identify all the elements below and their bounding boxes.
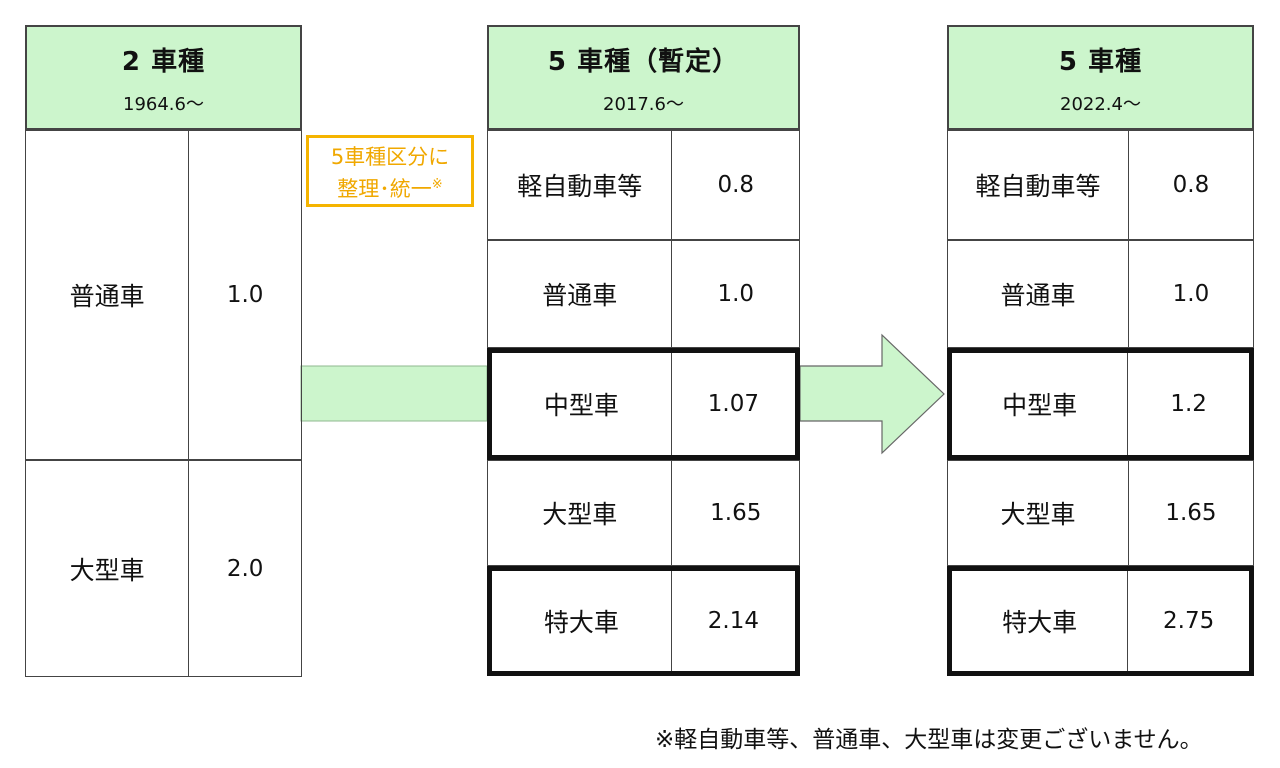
panel-2017: 5 車種（暫定） 2017.6～ 軽自動車等 0.8 普通車 1.0 中型車 1… (487, 25, 800, 677)
vehicle-type: 中型車 (952, 353, 1129, 455)
vehicle-rate: 2.14 (707, 608, 759, 634)
table-row-highlighted: 中型車 1.07 (487, 348, 800, 460)
table-row: 大型車 2.0 (25, 460, 302, 677)
panel-title: 2 車種 (121, 47, 206, 77)
table-row-highlighted: 特大車 2.14 (487, 566, 800, 676)
table-row: 普通車 1.0 (25, 130, 302, 460)
vehicle-rate: 1.65 (1165, 500, 1217, 526)
table-row: 大型車 1.65 (487, 460, 800, 566)
note-line-1: 5車種区分に (330, 145, 450, 169)
vehicle-rate: 2.0 (226, 555, 264, 582)
unification-note: 5車種区分に 整理･統一※ (306, 135, 474, 207)
vehicle-type: 軽自動車等 (488, 131, 673, 239)
table-row-highlighted: 特大車 2.75 (947, 566, 1254, 676)
table-row: 軽自動車等 0.8 (487, 130, 800, 240)
table-row: 普通車 1.0 (947, 240, 1254, 348)
table-row: 大型車 1.65 (947, 460, 1254, 566)
vehicle-type: 特大車 (952, 571, 1129, 671)
vehicle-rate: 0.8 (1172, 172, 1210, 198)
vehicle-type: 普通車 (948, 241, 1129, 347)
panel-date: 2022.4～ (1060, 94, 1141, 115)
vehicle-type: 大型車 (948, 461, 1129, 565)
panel-date: 1964.6～ (123, 94, 204, 115)
arrow-1-body (300, 365, 488, 422)
footnote: ※軽自動車等、普通車、大型車は変更ございません。 (655, 727, 1203, 753)
panel-date: 2017.6～ (603, 94, 684, 115)
panel-2022-header: 5 車種 2022.4～ (947, 25, 1254, 130)
note-line-2: 整理･統一 (337, 177, 432, 201)
table-row: 普通車 1.0 (487, 240, 800, 348)
vehicle-type: 大型車 (488, 461, 673, 565)
panel-2017-header: 5 車種（暫定） 2017.6～ (487, 25, 800, 130)
panel-1964: 2 車種 1964.6～ 普通車 1.0 大型車 2.0 (25, 25, 302, 677)
vehicle-rate: 1.2 (1170, 391, 1207, 417)
vehicle-type: 大型車 (26, 461, 190, 676)
vehicle-rate: 1.0 (226, 282, 264, 308)
panel-2022: 5 車種 2022.4～ 軽自動車等 0.8 普通車 1.0 中型車 1.2 大… (947, 25, 1254, 677)
vehicle-rate: 1.65 (710, 500, 762, 526)
note-mark: ※ (431, 177, 443, 192)
vehicle-rate: 1.0 (717, 281, 755, 307)
panel-title: 5 車種（暫定） (547, 47, 740, 77)
panel-1964-header: 2 車種 1964.6～ (25, 25, 302, 130)
vehicle-rate: 1.0 (1172, 281, 1210, 307)
arrow-2-right (799, 333, 945, 455)
vehicle-rate: 2.75 (1163, 608, 1215, 634)
table-row-highlighted: 中型車 1.2 (947, 348, 1254, 460)
vehicle-type: 普通車 (488, 241, 673, 347)
vehicle-rate: 1.07 (707, 391, 759, 417)
table-row: 軽自動車等 0.8 (947, 130, 1254, 240)
vehicle-rate: 0.8 (717, 172, 755, 198)
vehicle-type: 中型車 (492, 353, 672, 455)
vehicle-type: 特大車 (492, 571, 672, 671)
vehicle-type: 普通車 (26, 131, 190, 459)
panel-title: 5 車種 (1058, 47, 1143, 77)
vehicle-type: 軽自動車等 (948, 131, 1129, 239)
